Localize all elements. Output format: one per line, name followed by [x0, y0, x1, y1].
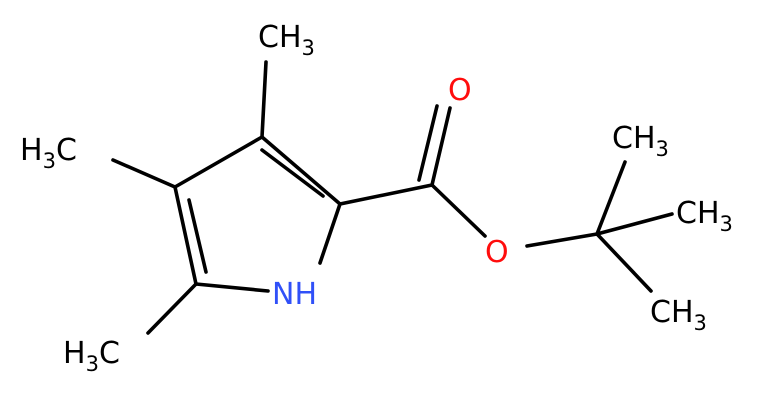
bond-carbonyl-ester-o — [430, 183, 487, 238]
bond-c4-c5 — [173, 185, 198, 286]
atom-label-ch3-tbu-bottom: CH3 — [650, 295, 707, 335]
bond-c5-n — [194, 282, 270, 293]
bond-c4-methyl — [111, 158, 177, 189]
atom-label-h3c-left: H3C — [20, 133, 77, 173]
atom-label-ch3-top: CH3 — [258, 20, 315, 60]
atom-label-ch3-tbu-mid: CH3 — [676, 196, 733, 236]
bond-c5-methyl — [146, 282, 198, 335]
atom-label-ch3-tbu-top: CH3 — [612, 121, 669, 161]
bond-tbu-methyl-mid — [595, 212, 674, 236]
bond-c4-c5-double — [187, 198, 208, 274]
bond-tbu-methyl-top — [595, 160, 627, 236]
atom-label-h3c-bottom-left: H3C — [63, 336, 120, 376]
bond-c3-c4 — [173, 135, 264, 189]
bond-c2-c3-double — [260, 148, 325, 198]
bond-c3-methyl — [260, 60, 268, 139]
bond-n-c2 — [318, 202, 342, 265]
bond-c2-carbonyl — [338, 183, 434, 206]
bond-tbu-methyl-bottom — [595, 232, 653, 293]
bond-ester-o-tbu — [525, 232, 599, 248]
atom-label-carbonyl-oxygen: O — [448, 73, 472, 108]
bond-carbonyl-o-2 — [417, 104, 439, 182]
atom-label-ester-oxygen: O — [485, 235, 509, 270]
bond-carbonyl-o-1 — [430, 106, 452, 187]
bond-c2-c3 — [260, 135, 342, 206]
atom-label-nh: NH — [272, 277, 317, 312]
